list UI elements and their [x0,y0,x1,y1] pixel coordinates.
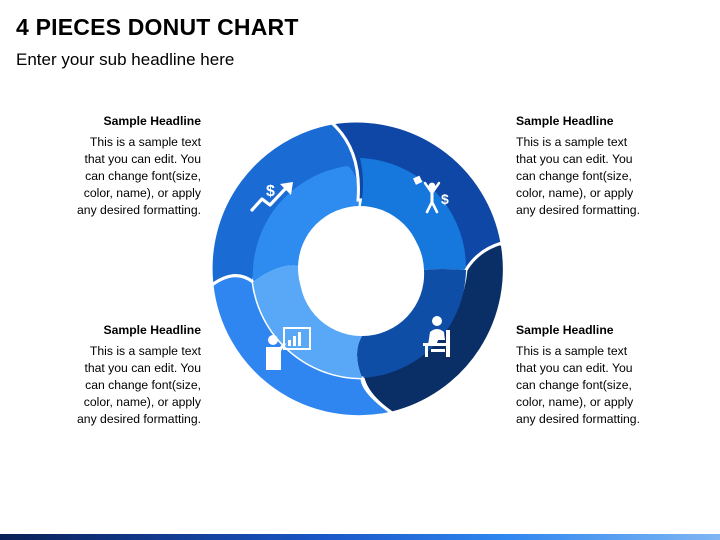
segment-top-right-inner [360,158,467,270]
worker-desk-icon [423,316,450,357]
body-top-left: This is a sample text that you can edit.… [77,135,201,217]
headline-bottom-left: Sample Headline [103,323,201,337]
presenter-chart-icon [266,327,311,370]
growth-arrow-dollar-icon: $ [250,182,293,212]
text-block-top-left: Sample Headline This is a sample text th… [0,113,201,219]
segment-bottom-left [210,265,396,419]
segment-bottom-right [357,241,506,415]
segment-top-left-inner [252,166,359,282]
footer-gradient-bar [0,534,720,540]
segment-bottom-left-inner [253,265,362,378]
headline-bottom-right: Sample Headline [516,323,614,337]
segment-bottom-right-inner [357,269,466,378]
donut-hole [298,206,422,330]
svg-text:$: $ [441,191,449,207]
body-bottom-right: This is a sample text that you can edit.… [516,344,640,426]
body-top-right: This is a sample text that you can edit.… [516,135,640,217]
headline-top-right: Sample Headline [516,114,614,128]
text-block-top-right: Sample Headline This is a sample text th… [516,113,720,219]
page-subtitle: Enter your sub headline here [16,50,235,69]
text-block-bottom-left: Sample Headline This is a sample text th… [0,322,201,428]
body-bottom-left: This is a sample text that you can edit.… [77,344,201,426]
success-person-dollar-icon: $ [413,175,449,214]
headline-top-left: Sample Headline [103,114,201,128]
page-title: 4 PIECES DONUT CHART [16,14,299,40]
text-block-bottom-right: Sample Headline This is a sample text th… [516,322,720,428]
svg-text:$: $ [266,183,275,200]
